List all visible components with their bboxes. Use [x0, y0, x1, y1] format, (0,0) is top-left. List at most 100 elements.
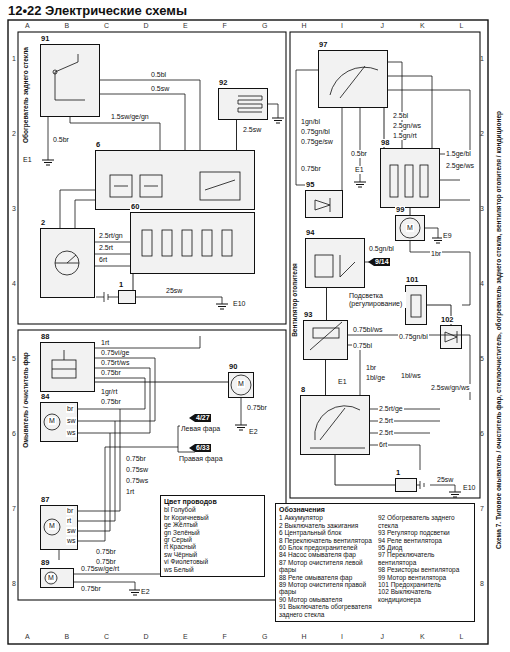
table-row: 94 Реле вентилятора — [378, 537, 471, 544]
grid-reference: J — [380, 633, 386, 641]
wire-label: 0.5br — [52, 136, 70, 144]
wire-label: Правая фара — [178, 455, 224, 463]
wire-label: 6rt — [98, 256, 108, 264]
grid-reference: B — [64, 633, 71, 641]
wire-label: 0.75gn/bl — [300, 128, 331, 136]
table-row: ge Жёлтый — [164, 521, 261, 528]
callout-number: 102 — [440, 316, 455, 324]
wire-connector — [133, 274, 134, 290]
grid-reference: 8 — [11, 580, 17, 588]
component-box: 98 — [380, 148, 440, 208]
component-box: 6 — [95, 150, 255, 210]
table-heading: Цвет проводов — [164, 498, 261, 505]
table-row: 60 Блок предохранителей — [279, 544, 372, 551]
table-row: ws Белый — [164, 566, 261, 573]
component-box: 94 — [305, 238, 365, 288]
grid-reference: 7 — [11, 505, 17, 513]
table-row: 98 Резисторы вентилятора — [378, 566, 471, 573]
wire-label: E10 — [232, 300, 246, 308]
table-row: rt Красный — [164, 543, 261, 550]
table-row: 95 Диод — [378, 544, 471, 551]
grid-reference: 3 — [479, 205, 485, 213]
grid-reference: F — [222, 633, 228, 641]
callout-number: 1 — [395, 469, 401, 477]
wire-label: E10 — [462, 484, 476, 492]
wire-label: 2.5rt — [378, 429, 394, 437]
table-row: 102 Выключатель кондиционера — [378, 588, 471, 603]
wire-label: 1.5gn/rt — [392, 132, 418, 140]
component-box: 97 — [318, 50, 388, 108]
wire-connector — [410, 208, 411, 215]
wire-connector — [326, 288, 327, 320]
wire-label: 1gn/bl — [300, 118, 321, 126]
wire-label: ws — [66, 429, 77, 437]
table-row: 93 Регулятор подсветки — [378, 529, 471, 536]
table-row: 84 Насос омывателя фар — [279, 551, 372, 558]
wire-label: E1 — [22, 156, 33, 164]
component-box: 1 — [118, 290, 136, 304]
wire-label: 1gr/rt — [100, 388, 118, 396]
table-row: 1 Аккумулятор — [279, 514, 372, 521]
grid-reference: 2 — [479, 130, 485, 138]
wire-label: sw — [66, 417, 77, 425]
wire-label: 0.75gn/bl — [398, 333, 429, 341]
page-title: 12•22 Электрические схемы — [8, 3, 187, 18]
callout-number: 99 — [395, 206, 405, 214]
callout-number: 88 — [40, 333, 50, 341]
grid-reference: G — [261, 22, 268, 30]
table-row: 2 Выключатель зажигания — [279, 522, 372, 529]
callout-number: 89 — [40, 559, 50, 567]
grid-reference: 6 — [11, 430, 17, 438]
wire-label: 1rt — [100, 339, 110, 347]
section-tab: Обогреватель заднего стекла — [22, 46, 30, 144]
grid-reference: H — [301, 22, 308, 30]
grid-reference: K — [419, 22, 426, 30]
callout-number: 92 — [218, 79, 228, 87]
callout-number: 8 — [300, 386, 306, 394]
table-row: 101 Предохранитель — [378, 581, 471, 588]
grid-reference: L — [459, 633, 465, 641]
grid-reference: G — [261, 633, 268, 641]
wire-label: 0.5bl — [150, 71, 167, 79]
wire-label: 0.75br — [100, 369, 122, 377]
wire-label: 0.75sw/ge/rt — [80, 565, 120, 573]
callout-number: 60 — [130, 203, 140, 211]
table-row: 92 Обогреватель заднего стекла — [378, 514, 471, 529]
wire-label: 1bl/ge — [365, 374, 386, 382]
wire-label: 1br — [430, 250, 442, 258]
grid-reference: D — [143, 633, 150, 641]
grid-reference: I — [340, 22, 344, 30]
grid-reference: K — [419, 633, 426, 641]
callout-number: 84 — [40, 393, 50, 401]
callout-number: 93 — [303, 311, 313, 319]
wire-label: M — [48, 522, 56, 530]
wire-connector — [95, 382, 228, 383]
callout-number: 95 — [305, 181, 315, 189]
legend-table: Цвет проводовbl Голубойbr Коричневыйge Ж… — [160, 495, 265, 577]
grid-reference: 3 — [11, 205, 17, 213]
component-box: 93 — [303, 320, 348, 360]
grid-reference: J — [380, 22, 386, 30]
wire-label: 1bl/ws — [400, 372, 422, 380]
connector-ref: 9/14 — [374, 258, 390, 266]
grid-reference: A — [24, 633, 31, 641]
table-row: sw Чёрный — [164, 551, 261, 558]
grid-reference: C — [103, 633, 110, 641]
grid-reference: 2 — [11, 130, 17, 138]
wire-label: 0.75ge/sw — [300, 138, 334, 146]
table-row: 6 Центральный блок — [279, 529, 372, 536]
grid-reference: E — [182, 633, 189, 641]
wire-connector — [325, 360, 326, 395]
callout-number: 97 — [318, 41, 328, 49]
wire-label: 6rt — [378, 441, 388, 449]
wire-label: 0.75br — [95, 548, 117, 556]
table-row: bl Голубой — [164, 506, 261, 513]
callout-number: 1 — [118, 281, 124, 289]
wire-label: 0.75br — [246, 404, 268, 412]
wire-label: 0.5br — [350, 150, 368, 158]
component-box: 91 — [40, 44, 100, 117]
wire-label: 25sw — [165, 287, 183, 295]
grid-reference: D — [143, 22, 150, 30]
table-row: 8 Переключатель вентилятора — [279, 537, 372, 544]
table-row: 89 Мотор очистителя правой фары — [279, 581, 372, 596]
